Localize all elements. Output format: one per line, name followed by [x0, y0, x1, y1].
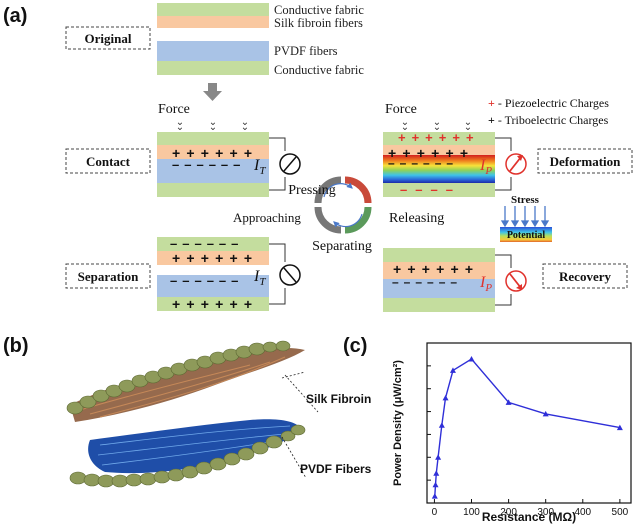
power-density-chart: 0 100 200 300 400 500 Resistance (MΩ) Power D…: [392, 342, 632, 524]
deformation-red-minus: ––––: [400, 182, 461, 197]
force-chevrons-right-3: ⌄: [464, 122, 472, 133]
separation-minus-pvdf: ––––––: [170, 273, 243, 288]
original-conductive-bottom: [157, 61, 269, 75]
down-arrow-icon: [203, 83, 222, 101]
label-stress: Stress: [511, 194, 540, 206]
x-tick-label: 100: [463, 507, 480, 518]
state-deformation: Deformation: [537, 148, 633, 174]
label-releasing: Releasing: [389, 211, 444, 226]
original-pvdf-layer: [157, 41, 269, 61]
deformation-stack: Force ⌄ ⌄ ⌄ ⌄ ⌄ ⌄ ++++++ ++++++ –––––– –…: [383, 102, 527, 197]
recovery-minus-row: ––––––: [392, 275, 462, 289]
x-tick-label: 400: [574, 507, 591, 518]
data-point: [432, 481, 439, 488]
contact-stack: Force ⌄ ⌄ ⌄ ⌄ ⌄ ⌄ ++++++ –––––– IT: [157, 102, 301, 197]
cycle-diagram: Pressing Separating Approaching Releasin…: [233, 176, 444, 254]
force-chevrons-right-2b: ⌄: [433, 117, 441, 128]
y-axis-label: Power Density (μW/cm²): [392, 360, 404, 486]
data-point: [438, 422, 445, 428]
legend-tribo: + - Triboelectric Charges: [488, 113, 609, 127]
state-separation: Separation: [65, 263, 151, 289]
recovery-stack: ++++++ –––––– IP: [383, 248, 527, 312]
force-chevrons-right-3b: ⌄: [464, 117, 472, 128]
contact-plus-row: ++++++: [172, 145, 258, 161]
force-chevrons-left-1b: ⌄: [176, 117, 184, 128]
separation-minus-top: ––––––: [170, 236, 243, 251]
force-chevrons-left-2b: ⌄: [209, 117, 217, 128]
original-stack: Conductive fabric Silk fibroin fibers PV…: [157, 3, 364, 77]
state-contact: Contact: [65, 148, 151, 174]
separation-stack: –––––– ++++++ –––––– ++++++ IT: [157, 236, 301, 312]
data-point: [616, 424, 623, 431]
original-silk-layer: [157, 16, 269, 28]
state-separation-label: Separation: [78, 269, 139, 284]
state-recovery: Recovery: [542, 263, 628, 289]
label-pressing: Pressing: [288, 183, 335, 198]
force-chevrons-right-2: ⌄: [433, 122, 441, 133]
y-axis-ticks: [427, 342, 431, 504]
force-label-left: Force: [158, 102, 190, 117]
force-chevrons-left-3b: ⌄: [241, 117, 249, 128]
current-it-contact: IT: [253, 157, 266, 177]
label-approaching: Approaching: [233, 210, 301, 225]
lower-conductive-beads: [69, 424, 306, 488]
label-conductive-top: Conductive fabric: [274, 3, 364, 17]
label-separating: Separating: [312, 239, 372, 254]
data-point: [449, 367, 456, 373]
x-axis-label: Resistance (MΩ): [482, 510, 576, 524]
series-line: [434, 358, 621, 497]
state-deformation-label: Deformation: [550, 154, 622, 169]
label-potential: Potential: [507, 230, 546, 241]
data-point: [505, 399, 512, 405]
contact-minus-row: ––––––: [172, 157, 245, 172]
separation-plus-bottom: ++++++: [172, 296, 258, 312]
label-silk-fibroin: Silk Fibroin: [306, 392, 371, 406]
fiber-illustration: Silk Fibroin PVDF Fibers: [66, 340, 372, 488]
label-silk-fibers: Silk fibroin fibers: [274, 16, 363, 30]
x-axis-ticks: 0 100 200 300 400 500: [432, 499, 629, 518]
state-contact-label: Contact: [86, 154, 131, 169]
x-tick-label: 500: [612, 507, 629, 518]
data-point: [442, 394, 449, 401]
deformation-black-plus: ++++++: [388, 145, 474, 161]
upper-conductive-beads: [66, 340, 291, 415]
label-pvdf-fibers: PVDF fibers: [274, 44, 338, 58]
plot-frame: [426, 342, 632, 504]
data-point: [433, 470, 440, 476]
panel-label-b: (b): [3, 335, 29, 357]
state-original-label: Original: [85, 31, 132, 46]
state-recovery-label: Recovery: [559, 269, 611, 284]
data-point: [542, 410, 549, 417]
data-point: [431, 493, 438, 499]
panel-label-a: (a): [3, 5, 27, 27]
original-conductive-top: [157, 3, 269, 16]
current-ip-deformation: IP: [479, 157, 492, 177]
legend-piezo: + - Piezoelectric Charges: [488, 96, 609, 110]
deformation-red-plus: ++++++: [398, 130, 480, 145]
label-conductive-bottom: Conductive fabric: [274, 63, 364, 77]
charge-legend: + - Piezoelectric Charges + - Triboelect…: [488, 96, 609, 127]
current-ip-recovery: IP: [479, 274, 492, 294]
stress-potential-inset: Stress Potential: [500, 194, 552, 242]
current-it-separation: IT: [253, 268, 266, 288]
data-point: [468, 356, 475, 362]
label-pvdf-fibers-b: PVDF Fibers: [300, 462, 372, 476]
x-tick-label: 0: [432, 507, 438, 518]
force-label-right: Force: [385, 102, 417, 117]
separation-plus-silk: ++++++: [172, 250, 258, 266]
x-tick-label: 300: [537, 507, 554, 518]
deformation-black-minus: ––––––: [388, 156, 458, 170]
force-chevrons-right-1: ⌄: [401, 122, 409, 133]
force-chevrons-left-1: ⌄: [176, 122, 184, 133]
series-points: [431, 356, 623, 499]
force-chevrons-left-2: ⌄: [209, 122, 217, 133]
recovery-plus-row: ++++++: [393, 261, 479, 277]
force-chevrons-right-1b: ⌄: [401, 117, 409, 128]
force-chevrons-left-3: ⌄: [241, 122, 249, 133]
state-original: Original: [65, 26, 151, 50]
x-tick-label: 200: [500, 507, 517, 518]
data-point: [435, 454, 442, 460]
panel-label-c: (c): [343, 335, 367, 357]
